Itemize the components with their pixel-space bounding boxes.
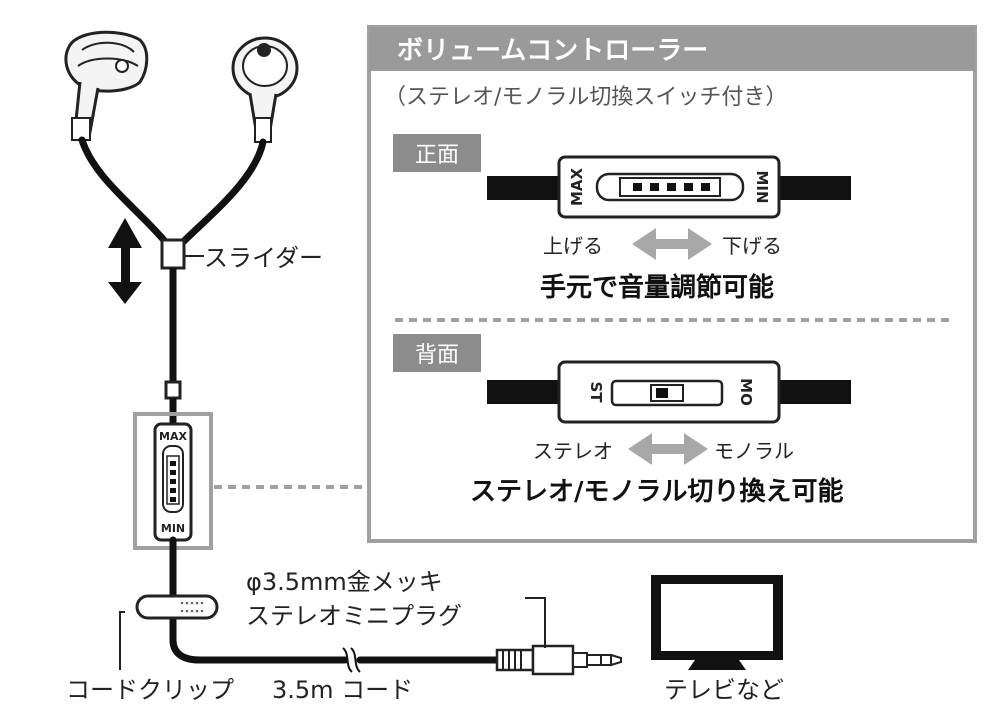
back-tag-bg <box>393 334 481 372</box>
cord-clip-leader-line <box>119 611 125 670</box>
back-stereo-label: ステレオ <box>533 439 613 463</box>
back-left-right-arrow-icon <box>628 433 708 465</box>
back-caption: ステレオ/モノラル切り換え可能 <box>470 476 844 507</box>
volume-controller: MAX MIN <box>153 422 193 542</box>
controller-min-label: MIN <box>161 522 185 535</box>
back-st-label: ST <box>587 381 605 403</box>
front-up-label: 上げる <box>543 234 603 258</box>
cord-clip-label: コードクリップ <box>66 676 234 704</box>
plug-leader-line <box>525 597 546 648</box>
slider-label: スライダー <box>204 244 323 272</box>
cord-clip <box>135 594 219 620</box>
main-cable-lower <box>169 536 504 664</box>
left-earbud <box>64 30 149 141</box>
slider-up-down-arrow-icon <box>108 218 142 304</box>
front-down-label: 下げる <box>722 234 782 258</box>
slider <box>160 238 186 270</box>
back-mono-label: モノラル <box>714 439 794 463</box>
panel-header-bg <box>369 27 975 71</box>
cord-label: 3.5m コード <box>272 676 413 704</box>
back-tag: 背面 <box>415 343 459 368</box>
front-controller-illustration: MAX MIN <box>487 155 851 219</box>
stereo-mono-switch-knob <box>656 388 668 398</box>
front-caption: 手元で音量調節可能 <box>540 272 774 303</box>
front-left-right-arrow-icon <box>632 228 712 260</box>
cord-break-symbol <box>342 647 361 673</box>
controller-max-label: MAX <box>159 430 187 443</box>
plug-label-line1: φ3.5mm金メッキ <box>246 568 443 596</box>
front-tag-bg <box>393 134 481 172</box>
tv-icon <box>651 575 783 670</box>
front-tag: 正面 <box>415 143 459 168</box>
panel-header: ボリュームコントローラー <box>397 36 708 66</box>
back-mo-label: MO <box>737 378 755 406</box>
front-min-label: MIN <box>753 170 771 203</box>
back-controller-illustration: ST MO <box>487 360 851 424</box>
tv-label: テレビなど <box>664 676 784 704</box>
controller-detail-panel: ボリュームコントローラー （ステレオ/モノラル切換スイッチ付き） 正面 MAX … <box>367 25 977 543</box>
front-max-label: MAX <box>568 168 586 207</box>
panel-subtitle: （ステレオ/モノラル切換スイッチ付き） <box>384 85 787 110</box>
right-earbud <box>231 36 299 143</box>
earphone-cables <box>78 136 267 249</box>
cable-joint <box>164 380 182 400</box>
plug-label-line2: ステレオミニプラグ <box>246 602 462 630</box>
stereo-mini-plug <box>495 644 622 676</box>
